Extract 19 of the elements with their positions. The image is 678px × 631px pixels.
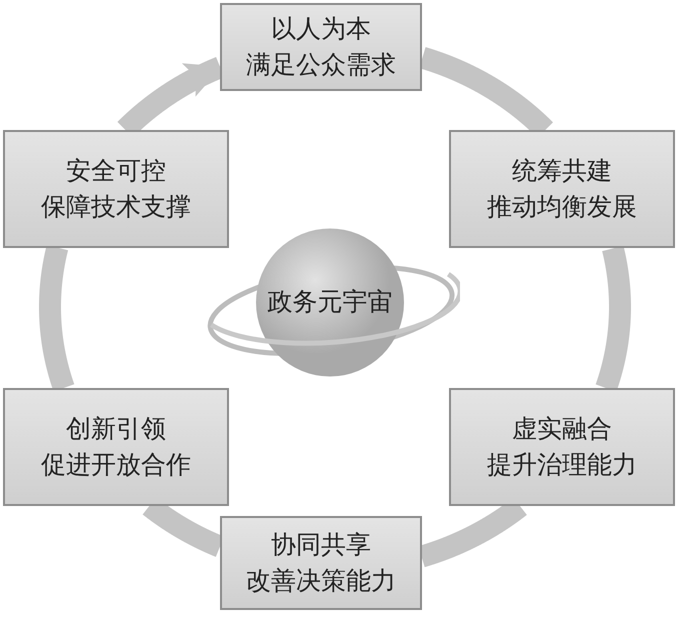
box-text: 保障技术支撑 bbox=[41, 191, 191, 223]
process-box bbox=[449, 388, 675, 506]
box-text: 提升治理能力 bbox=[487, 449, 637, 481]
center-label: 政务元宇宙 bbox=[268, 286, 392, 318]
process-box bbox=[449, 130, 675, 248]
box-text: 虚实融合 bbox=[512, 412, 612, 445]
box-text: 安全可控 bbox=[66, 154, 166, 187]
box-text: 推动均衡发展 bbox=[487, 191, 637, 223]
process-box bbox=[220, 3, 422, 91]
box-text: 满足公众需求 bbox=[246, 49, 396, 81]
box-text: 协同共享 bbox=[271, 528, 371, 561]
process-box bbox=[220, 516, 422, 610]
process-box bbox=[3, 130, 229, 248]
box-text: 统筹共建 bbox=[512, 154, 612, 187]
process-box bbox=[3, 388, 229, 506]
box-text: 创新引领 bbox=[66, 412, 166, 445]
box-text: 改善决策能力 bbox=[246, 565, 396, 597]
box-text: 以人为本 bbox=[271, 12, 371, 45]
box-text: 促进开放合作 bbox=[41, 449, 191, 481]
